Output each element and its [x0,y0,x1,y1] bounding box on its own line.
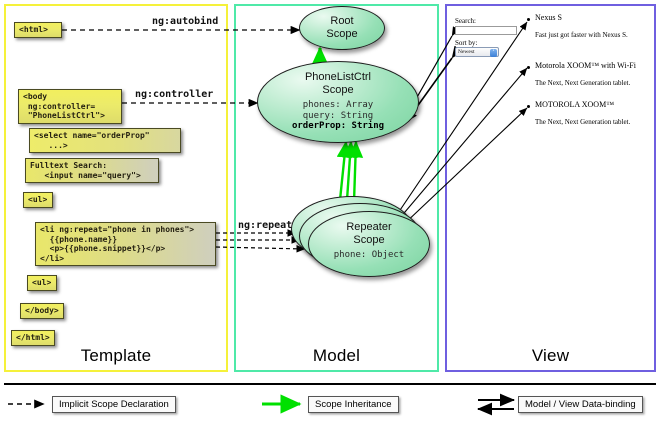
phone-description: The Next, Next Generation tablet. [535,118,631,126]
code-box-ul-open: <ul> [23,192,53,208]
code-box-html-close: </html> [11,330,55,346]
code-box-body-open: <body ng:controller= "PhoneListCtrl"> [18,89,122,124]
legend-label-implicit-scope-declaration: Implicit Scope Declaration [52,396,176,413]
panel-model: Model [234,4,439,372]
legend-label-model-view-data-binding: Model / View Data-binding [518,396,643,413]
phone-title[interactable]: MOTOROLA XOOM™ [535,100,615,109]
code-box-ul-close: <ul> [27,275,57,291]
label-ng-repeat: ng:repeat [238,220,293,231]
search-input[interactable] [455,26,517,35]
phone-title[interactable]: Nexus S [535,13,562,22]
scope-ctrl-prop-orderprop: orderProp: String [291,121,385,131]
phone-description: The Next, Next Generation tablet. [535,79,631,87]
view-search-label: Search: [455,17,476,25]
chevron-updown-icon: ↕ [490,48,497,57]
scope-ctrl-title-1: PhoneListCtrl [304,71,372,83]
scope-ctrl-prop-phones: phones: Array [302,100,374,110]
label-ng-autobind: ng:autobind [152,16,219,27]
panel-view-label: View [531,346,570,365]
sort-by-selected-value: Newest [458,49,475,55]
scope-root-title-2: Scope [326,28,358,40]
scope-phonelistctrl: PhoneListCtrl Scope phones: Array query:… [257,61,419,143]
scope-root-title-1: Root [330,15,354,27]
legend-divider [4,383,656,385]
scope-rep-title-1: Repeater [346,221,392,233]
panel-model-label: Model [312,346,361,365]
phone-title[interactable]: Motorola XOOM™ with Wi-Fi [535,61,636,70]
scope-rep-prop-phone: phone: Object [333,250,405,260]
scope-rep-title-2: Scope [353,234,385,246]
view-sort-label: Sort by: [455,39,478,47]
list-bullet-icon [527,66,530,69]
legend-label-scope-inheritance: Scope Inheritance [308,396,399,413]
code-box-li-repeat: <li ng:repeat="phone in phones"> {{phone… [35,222,216,266]
code-box-html-open: <html> [14,22,62,38]
code-box-search: Fulltext Search: <input name="query"> [25,158,159,183]
phone-description: Fast just got faster with Nexus S. [535,31,628,39]
scope-ctrl-prop-query: query: String [302,110,374,121]
panel-template-label: Template [80,346,152,365]
scope-repeater: Repeater Scope phone: Object [308,211,430,277]
list-bullet-icon [527,105,530,108]
code-box-body-close: </body> [20,303,64,319]
list-bullet-icon [527,18,530,21]
panel-view: View [445,4,656,372]
code-box-select: <select name="orderProp" ...> [29,128,181,153]
scope-root: Root Scope [299,6,385,50]
label-ng-controller: ng:controller [135,89,214,100]
sort-by-select[interactable]: Newest ↕ [455,47,499,57]
scope-ctrl-title-2: Scope [322,84,354,96]
